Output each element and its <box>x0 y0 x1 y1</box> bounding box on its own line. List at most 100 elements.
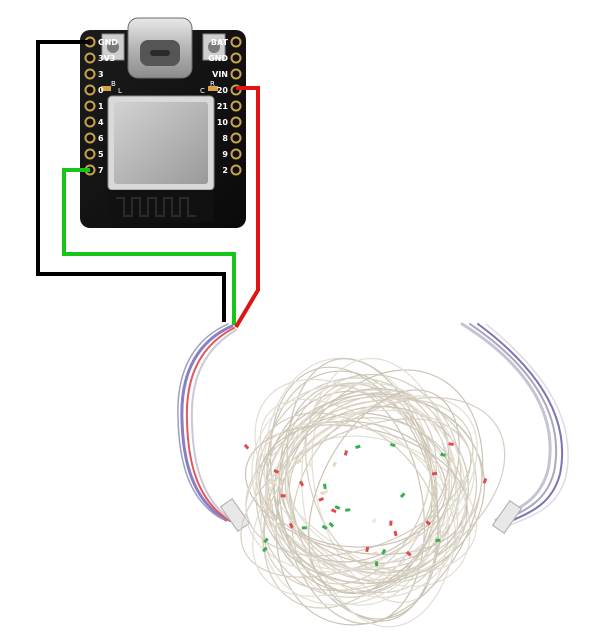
pin-label: GND <box>98 38 118 47</box>
pin-label: 7 <box>98 166 104 175</box>
led-bead <box>267 503 274 508</box>
led-bead <box>345 508 351 512</box>
button-reset <box>202 33 226 61</box>
led-bead <box>328 521 335 528</box>
led-bead <box>408 536 414 543</box>
fairy-light-coil <box>240 357 506 628</box>
coil-loop <box>305 382 435 573</box>
led-bead <box>269 479 275 485</box>
led-bead <box>273 469 280 474</box>
led-bead <box>389 520 393 526</box>
led-bead <box>323 487 329 494</box>
pin-label: 2 <box>222 166 228 175</box>
led-bead <box>381 548 387 555</box>
wire-green-data <box>62 168 236 325</box>
led-bead <box>320 491 326 495</box>
led-bead <box>448 442 454 446</box>
smd-led-left <box>101 86 111 91</box>
led-bead <box>262 546 268 553</box>
pin-label: 9 <box>222 150 228 159</box>
pin-label: VIN <box>212 70 228 79</box>
coil-loop <box>258 420 447 548</box>
led-bead <box>425 520 432 526</box>
button-boot <box>101 33 125 61</box>
led-bead <box>365 546 370 553</box>
led-bead <box>431 504 437 511</box>
pin-pad <box>84 52 96 64</box>
led-bead <box>410 535 417 542</box>
pin-label: BAT <box>211 38 229 47</box>
led-bead <box>355 444 361 450</box>
led-bead <box>323 483 327 490</box>
pin-pad <box>230 36 242 48</box>
module-shield <box>114 102 208 184</box>
button-right-label: R <box>210 80 215 88</box>
led-bead <box>318 497 325 502</box>
led-bead <box>440 452 446 457</box>
coil-loop <box>252 395 478 597</box>
led-bead <box>389 442 396 448</box>
led-bead <box>431 471 438 476</box>
coil-loop <box>262 395 437 609</box>
pin-pad <box>230 52 242 64</box>
led-left-label: L <box>118 87 122 95</box>
pin-label: 21 <box>217 102 229 111</box>
pin-label: 20 <box>217 86 229 95</box>
led-bead <box>343 450 349 456</box>
pin-label: 4 <box>98 118 104 127</box>
led-bead <box>299 480 305 487</box>
pin-pad <box>230 148 242 160</box>
pin-label: 6 <box>98 134 104 143</box>
pin-pad <box>230 100 242 112</box>
wires <box>36 40 260 329</box>
led-bead <box>288 522 294 529</box>
led-right-label: C <box>200 87 205 95</box>
pin-pad <box>84 132 96 144</box>
button-left-label: B <box>111 80 116 88</box>
led-bead <box>296 459 302 465</box>
led-bead <box>371 517 378 524</box>
led-bead <box>482 477 488 484</box>
led-bead <box>331 461 338 468</box>
pin-pad <box>84 68 96 80</box>
led-bead <box>393 530 398 537</box>
led-bead <box>435 538 441 543</box>
led-bead <box>347 410 353 415</box>
pin-pad <box>84 100 96 112</box>
led-bead <box>280 494 286 498</box>
coil-loop <box>240 418 472 578</box>
antenna-trace <box>116 197 196 217</box>
wire-black-gnd <box>36 40 226 322</box>
pin-pad <box>84 148 96 160</box>
led-bead <box>405 550 412 557</box>
pin-pad <box>230 116 242 128</box>
pin-label: 3V3 <box>98 54 115 63</box>
led-bead <box>334 505 341 510</box>
led-bead <box>330 508 337 514</box>
led-bead <box>307 461 313 468</box>
wire-red-vin <box>234 86 260 329</box>
coil-loop <box>263 397 506 592</box>
led-bead <box>301 526 307 530</box>
coil-loop <box>308 389 460 594</box>
led-beads <box>243 410 488 567</box>
pin-label: GND <box>208 54 228 63</box>
pin-pad <box>230 68 242 80</box>
coil-loop <box>269 366 440 620</box>
coil-loop <box>245 409 475 573</box>
pin-label: 3 <box>98 70 104 79</box>
smd-led-right <box>208 86 218 91</box>
pin-pad <box>230 164 242 176</box>
pin-pad <box>84 116 96 128</box>
led-bead <box>399 492 406 499</box>
pin-pad <box>84 84 96 96</box>
coil-loop <box>245 398 474 557</box>
led-string-cable <box>177 322 569 534</box>
led-bead <box>321 524 328 530</box>
led-bead <box>433 463 440 469</box>
pin-pad <box>230 132 242 144</box>
pin-label: 1 <box>98 102 104 111</box>
